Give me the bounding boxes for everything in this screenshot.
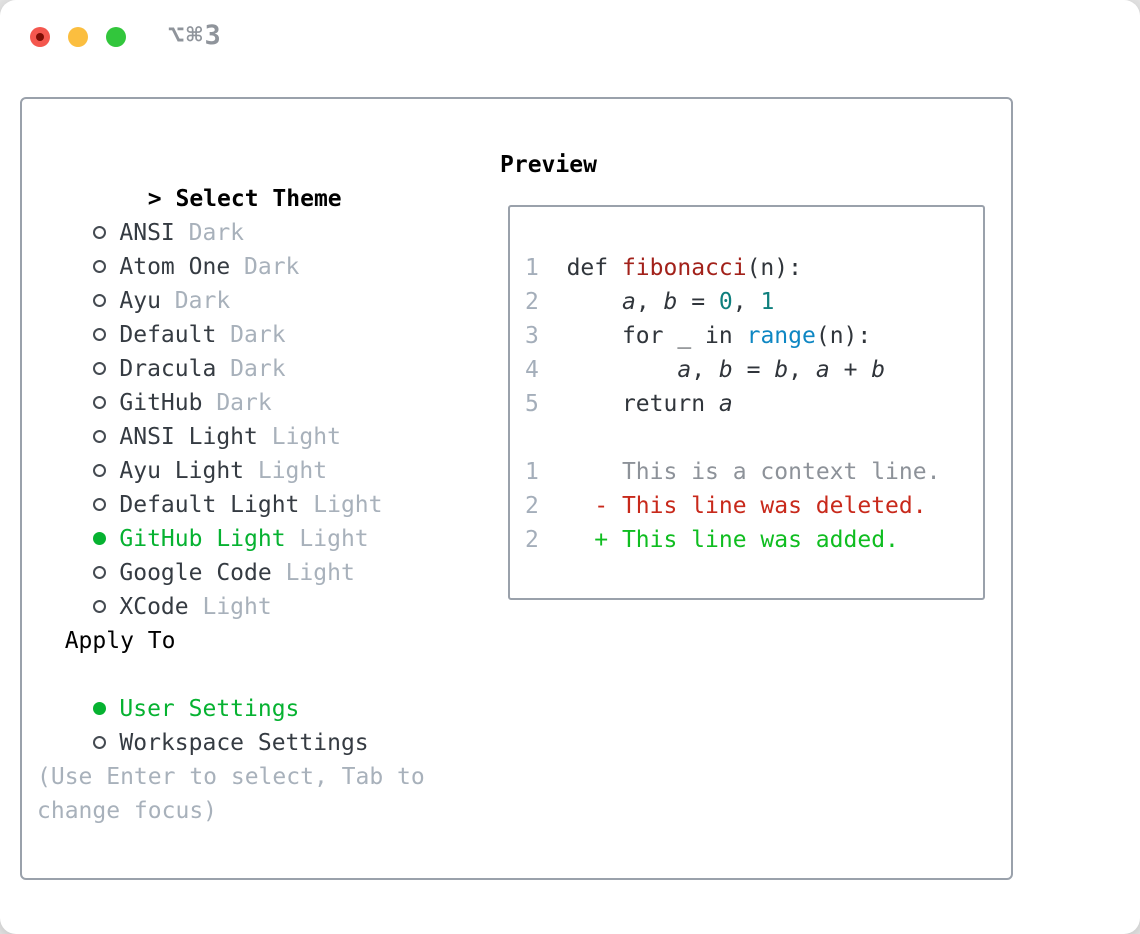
theme-variant-badge: Dark bbox=[188, 220, 245, 246]
apply-to-list: User Settings Workspace Settings bbox=[37, 658, 447, 756]
theme-variant-badge: Dark bbox=[230, 356, 286, 382]
theme-variant-badge: Light bbox=[299, 526, 369, 552]
preview-line: 3 for _ in range(n): bbox=[525, 323, 872, 349]
theme-variant-badge: Light bbox=[257, 458, 328, 484]
theme-name: Default Light bbox=[119, 492, 300, 518]
preview-line: 1 def fibonacci(n): bbox=[525, 255, 802, 281]
theme-name: GitHub Light bbox=[119, 526, 286, 552]
theme-variant-badge: Light bbox=[285, 560, 355, 586]
hint-text: (Use Enter to select, Tab to change focu… bbox=[37, 764, 425, 824]
preview-line: 2 - This line was deleted. bbox=[525, 493, 927, 519]
select-theme-header-label: Select Theme bbox=[175, 186, 342, 212]
preview-line bbox=[525, 421, 975, 455]
theme-name: Atom One bbox=[119, 254, 231, 280]
theme-variant-badge: Dark bbox=[244, 254, 300, 280]
theme-option[interactable]: GitHub Light Light bbox=[37, 488, 447, 552]
theme-name: XCode bbox=[119, 594, 189, 620]
radio-icon bbox=[93, 498, 107, 511]
theme-option[interactable]: Google Code Light bbox=[37, 522, 447, 586]
radio-icon bbox=[93, 260, 107, 273]
radio-icon bbox=[93, 294, 107, 307]
preview-line: 5 return a bbox=[525, 391, 733, 417]
radio-icon bbox=[93, 328, 107, 341]
theme-name: ANSI bbox=[119, 220, 175, 246]
theme-variant-badge: Light bbox=[271, 424, 341, 450]
radio-icon bbox=[93, 532, 107, 545]
theme-name: Ayu Light bbox=[119, 458, 245, 484]
theme-option[interactable]: Default Light Light bbox=[37, 454, 447, 518]
preview-pane: 1 def fibonacci(n): 2 a, b = 0, 1 3 for _ … bbox=[508, 205, 985, 600]
preview-line: 1 This is a context line. bbox=[525, 459, 941, 485]
theme-option[interactable]: Ayu Light Light bbox=[37, 420, 447, 484]
zoom-button[interactable] bbox=[106, 27, 126, 47]
radio-icon bbox=[93, 464, 107, 477]
radio-icon bbox=[93, 396, 107, 409]
theme-name: Ayu bbox=[119, 288, 161, 314]
preview-line: 4 a, b = b, a + b bbox=[525, 357, 886, 383]
theme-name: Default bbox=[119, 322, 217, 348]
minimize-button[interactable] bbox=[68, 27, 88, 47]
radio-icon bbox=[93, 702, 107, 715]
theme-option[interactable]: XCode Light bbox=[37, 556, 447, 620]
theme-variant-badge: Dark bbox=[230, 322, 286, 348]
apply-to-option[interactable]: User Settings bbox=[37, 658, 447, 722]
close-button[interactable] bbox=[30, 27, 50, 47]
window-title: ⌥⌘3 bbox=[168, 20, 223, 51]
radio-icon bbox=[93, 430, 107, 443]
radio-icon bbox=[93, 226, 107, 239]
theme-name: GitHub bbox=[119, 390, 203, 416]
theme-option[interactable]: GitHub Dark bbox=[37, 352, 447, 416]
theme-option[interactable]: Dracula Dark bbox=[37, 318, 447, 382]
theme-variant-badge: Dark bbox=[216, 390, 272, 416]
theme-option[interactable]: ANSI Dark bbox=[37, 182, 447, 246]
theme-variant-badge: Dark bbox=[174, 288, 231, 314]
theme-name: Google Code bbox=[119, 560, 272, 586]
theme-option[interactable]: ANSI Light Light bbox=[37, 386, 447, 450]
radio-icon bbox=[93, 600, 107, 613]
apply-option-label: Workspace Settings bbox=[119, 730, 369, 756]
radio-icon bbox=[93, 736, 107, 749]
preview-line: 2 + This line was added. bbox=[525, 527, 899, 553]
theme-option[interactable]: Ayu Dark bbox=[37, 250, 447, 314]
theme-option[interactable]: Atom One Dark bbox=[37, 216, 447, 280]
apply-option-label: User Settings bbox=[119, 696, 300, 722]
preview-line: 2 a, b = 0, 1 bbox=[525, 289, 775, 315]
theme-name: ANSI Light bbox=[119, 424, 258, 450]
theme-option[interactable]: Default Dark bbox=[37, 284, 447, 348]
radio-icon bbox=[93, 362, 107, 375]
focus-caret-icon: > bbox=[147, 186, 162, 212]
theme-variant-badge: Light bbox=[202, 594, 272, 620]
theme-variant-badge: Light bbox=[313, 492, 383, 518]
theme-name: Dracula bbox=[119, 356, 217, 382]
close-dot-icon bbox=[36, 33, 44, 41]
apply-to-option[interactable]: Workspace Settings bbox=[37, 692, 447, 756]
radio-icon bbox=[93, 566, 107, 579]
titlebar: ⌥⌘3 bbox=[0, 0, 1140, 74]
preview-header: Preview bbox=[500, 152, 597, 178]
select-theme-header: > Select Theme bbox=[37, 148, 447, 212]
apply-to-header: Apply To bbox=[64, 628, 176, 654]
